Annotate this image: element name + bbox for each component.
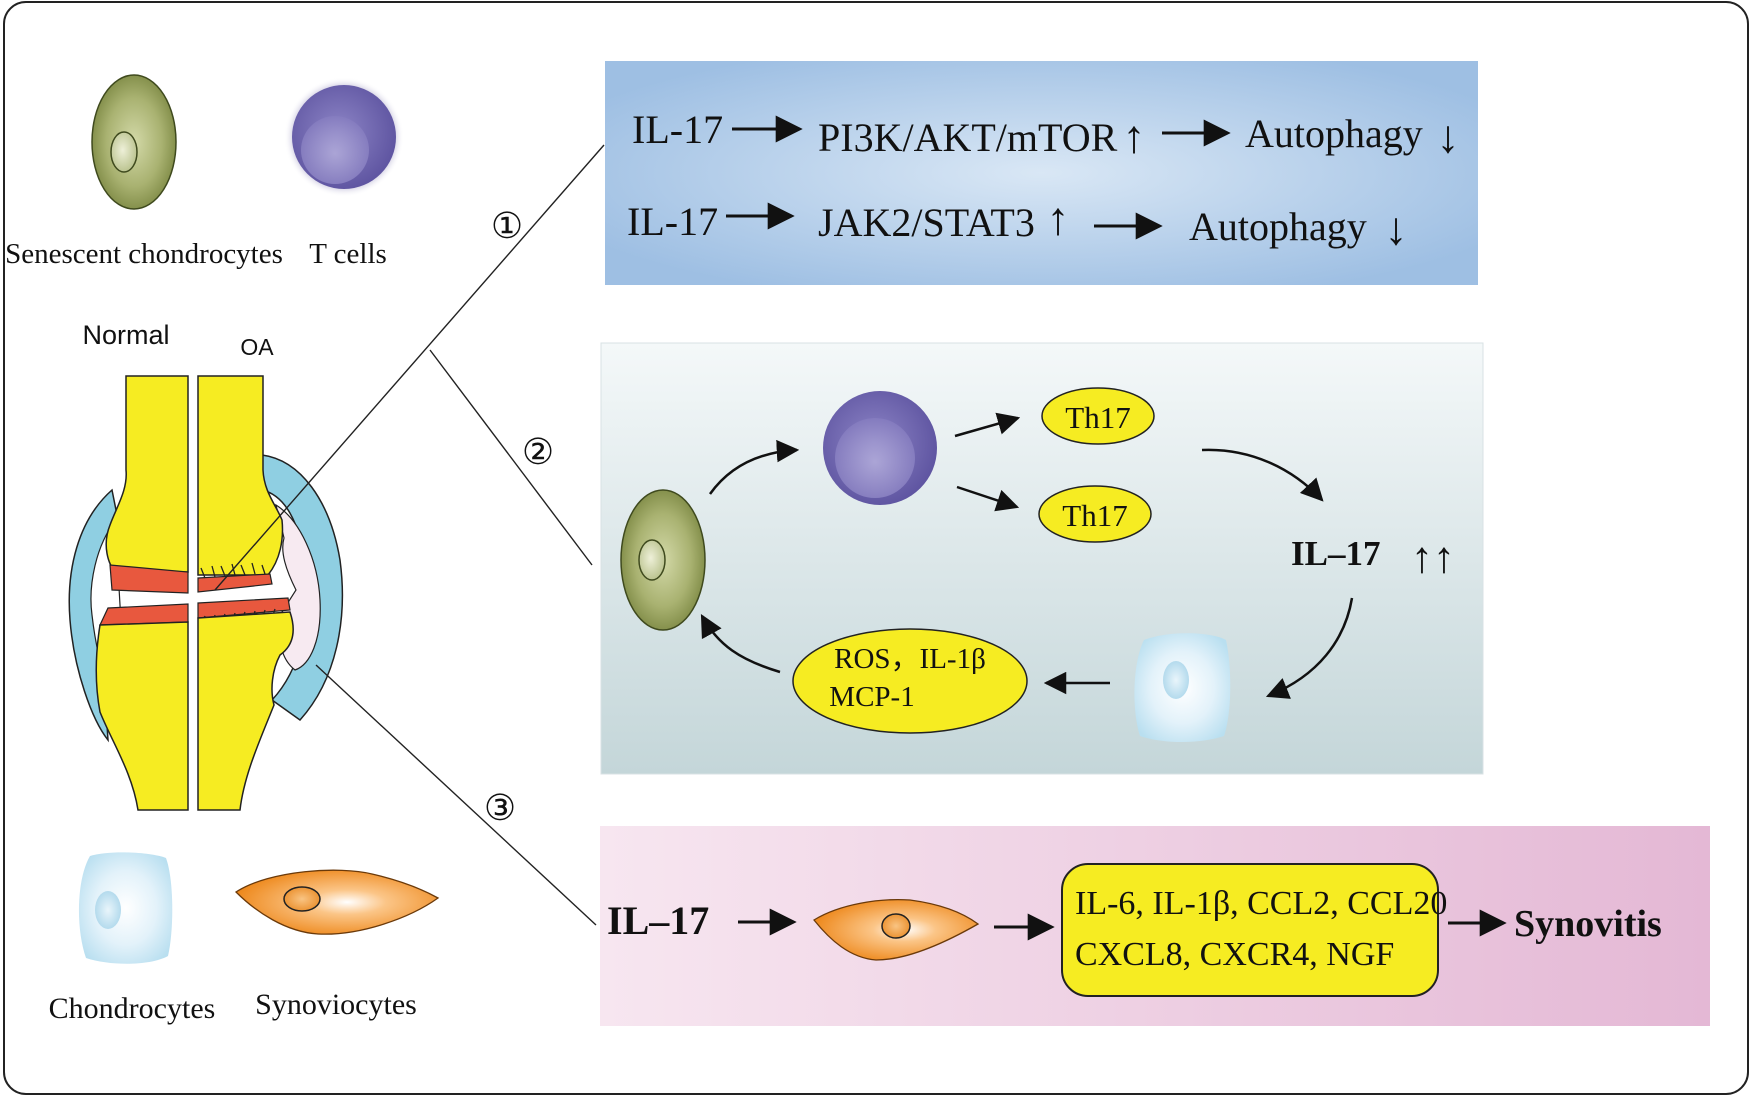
p1-row2-cytokine: IL-17 xyxy=(627,199,718,244)
femur-oa xyxy=(197,375,284,576)
p1-row2-outcome-down: ↓ xyxy=(1385,203,1408,254)
cartilage-upper-normal xyxy=(109,564,189,594)
callout-lines xyxy=(214,144,605,926)
cartilage-lower-oa xyxy=(197,597,291,619)
p2-chondrocyte xyxy=(1134,633,1231,742)
p2-factors-bubble xyxy=(792,628,1028,734)
callout-3: ③ xyxy=(484,788,516,828)
p2-t-cell xyxy=(823,391,937,505)
legend-senescent-chondrocyte xyxy=(91,74,177,210)
label-chondrocytes: Chondrocytes xyxy=(49,992,216,1025)
p2-il17: IL–17 xyxy=(1291,534,1380,573)
chondrocyte-icon xyxy=(78,852,173,964)
p3-outcome: Synovitis xyxy=(1514,903,1662,945)
p1-row1-pathway: PI3K/AKT/mTOR xyxy=(818,115,1118,160)
p1-row2-pathway: JAK2/STAT3 xyxy=(818,200,1035,245)
p1-row1-outcome-down: ↓ xyxy=(1437,111,1460,162)
label-t-cells: T cells xyxy=(309,238,387,270)
p2-arrow-tcell-to-th17-bottom xyxy=(956,485,1020,512)
panel-1-autophagy xyxy=(605,61,1478,285)
p3-cytokines-line1: IL-6, IL-1β, CCL2, CCL20 xyxy=(1075,885,1447,922)
p3-cytokines-line2: CXCL8, CXCR4, NGF xyxy=(1075,936,1394,973)
t-cell-nucleus xyxy=(301,116,369,184)
p2-th17-bottom-bubble xyxy=(1038,485,1152,543)
p1-row2-outcome: Autophagy xyxy=(1189,204,1367,249)
p1-row1-outcome: Autophagy xyxy=(1245,111,1423,156)
p3-il17: IL–17 xyxy=(607,898,709,943)
p3-synoviocyte xyxy=(813,899,980,961)
p2-arrow-tcell-to-th17-top xyxy=(954,412,1021,438)
callout-1: ① xyxy=(491,206,523,246)
p2-senescent-chondrocyte xyxy=(620,489,706,631)
p2-arrow-chondro-to-tcell xyxy=(708,439,800,495)
p2-arrow-th17-to-il17 xyxy=(1201,448,1324,502)
p1-row1-pathway-up: ↑ xyxy=(1123,111,1146,162)
legend-t-cell xyxy=(284,77,404,197)
tibia-oa xyxy=(197,611,294,811)
p2-factors-line2: MCP-1 xyxy=(829,681,914,713)
panel-1-row-2: IL-17 JAK2/STAT3 ↑ Autophagy ↓ xyxy=(627,193,1408,254)
label-oa: OA xyxy=(240,334,274,360)
p3-cytokines-box xyxy=(1061,863,1439,997)
p2-arrow-il17-to-chondrocyte xyxy=(1265,597,1354,699)
p1-row1-cytokine: IL-17 xyxy=(632,107,723,152)
chondrocyte-nucleus xyxy=(95,891,121,929)
label-normal: Normal xyxy=(82,320,169,350)
p2-th17-top: Th17 xyxy=(1065,400,1130,435)
legend-chondrocyte xyxy=(78,852,173,964)
p2-il17-up-arrows: ↑↑ xyxy=(1411,533,1455,582)
p1-row2-pathway-up: ↑ xyxy=(1047,193,1070,244)
callout-2: ② xyxy=(522,432,554,472)
label-senescent-chondrocytes: Senescent chondrocytes xyxy=(5,238,283,270)
p2-th17-bottom: Th17 xyxy=(1062,498,1127,533)
p2-factors-line1: ROS，IL-1β xyxy=(834,643,986,675)
legend-synoviocyte xyxy=(234,869,440,935)
synoviocyte-icon xyxy=(234,869,440,935)
panel-1-row-1: IL-17 PI3K/AKT/mTOR ↑ Autophagy ↓ xyxy=(632,107,1460,162)
tibia-normal xyxy=(95,621,189,811)
p2-th17-top-bubble xyxy=(1041,387,1155,445)
label-synoviocytes: Synoviocytes xyxy=(255,988,417,1021)
p2-arrow-factors-to-senescent xyxy=(700,614,781,674)
senescent-chondrocyte-nucleus xyxy=(110,131,138,173)
joint-illustration xyxy=(68,375,344,811)
synoviocyte-nucleus xyxy=(283,886,321,912)
